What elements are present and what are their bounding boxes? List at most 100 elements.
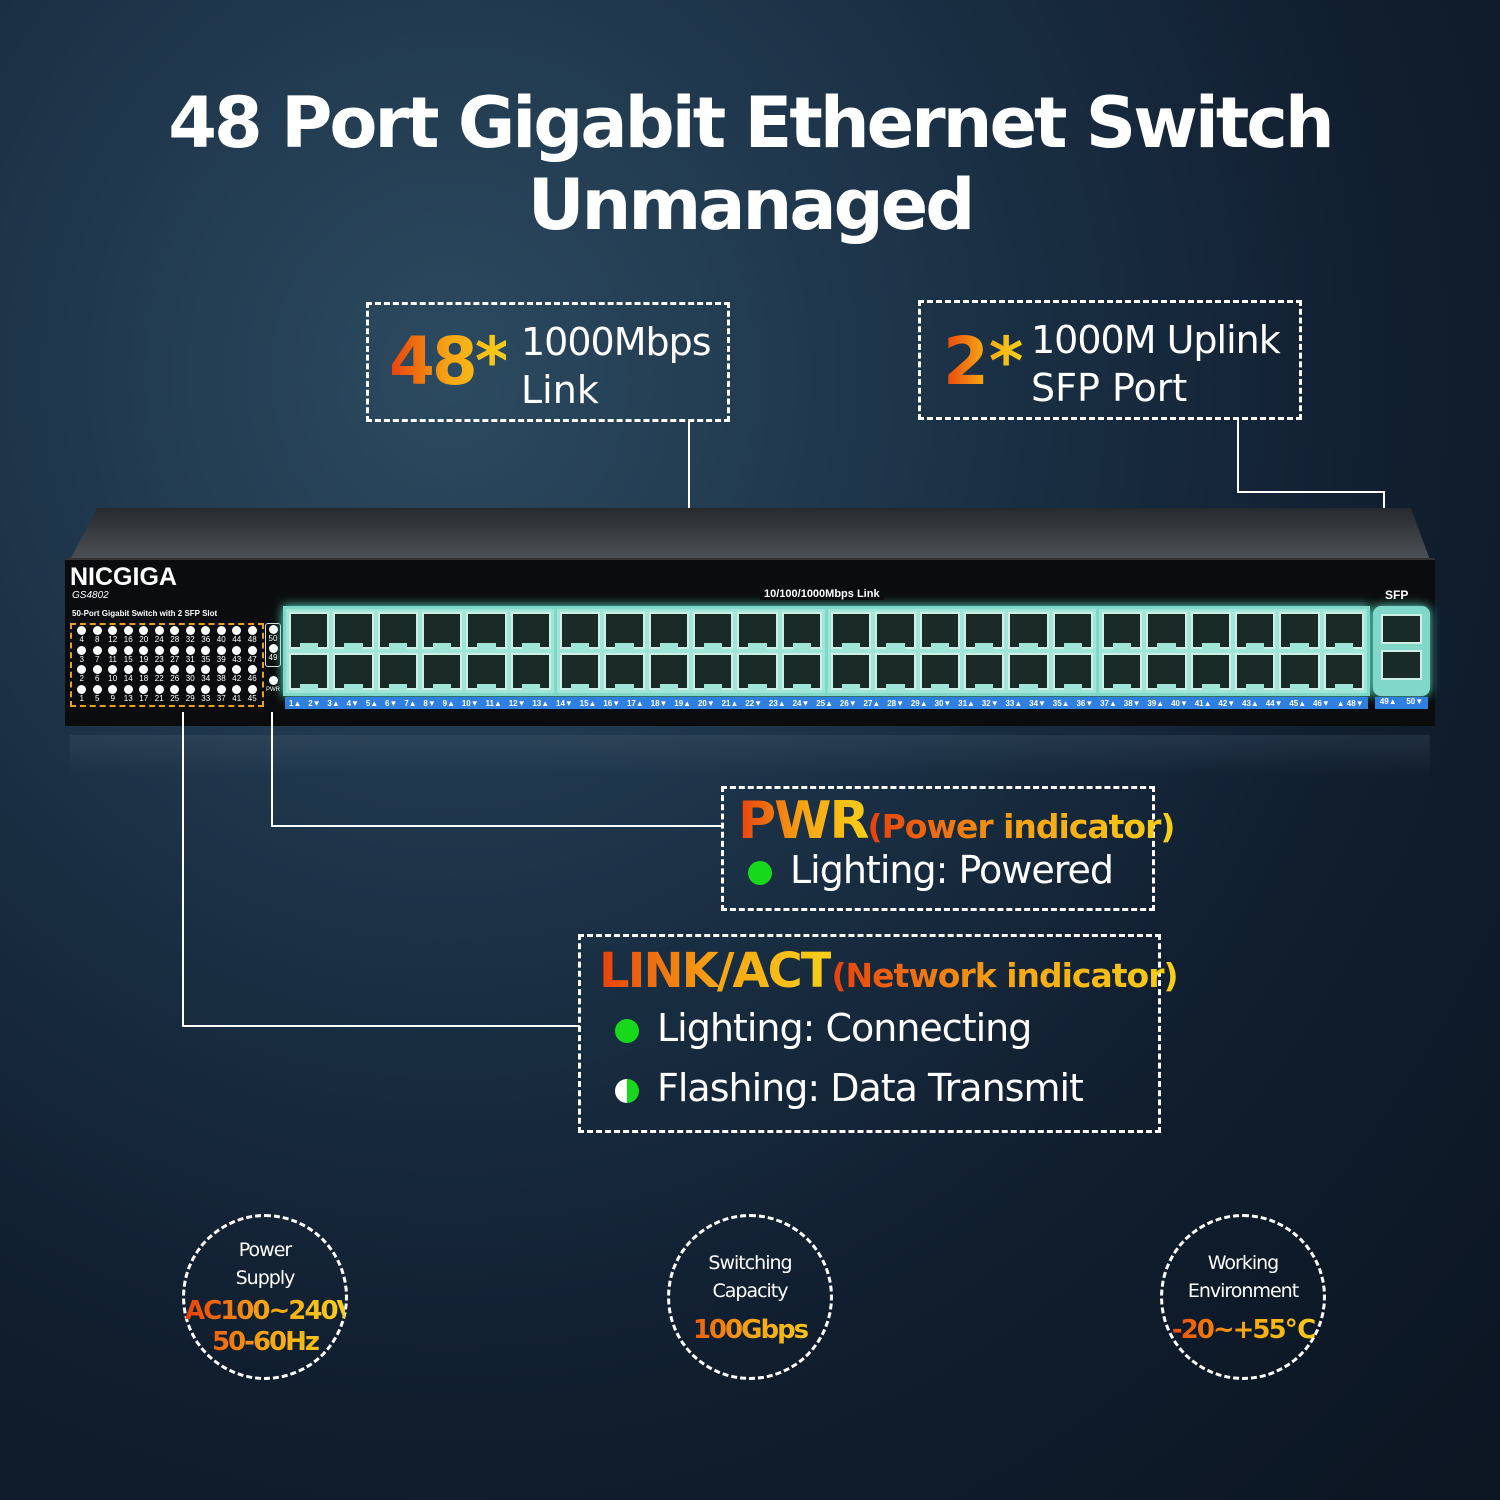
rj45-port[interactable] xyxy=(875,653,916,690)
port-label: 22▼ xyxy=(745,698,763,708)
connector-line xyxy=(1237,419,1239,493)
port-led: 30 xyxy=(183,665,199,685)
led-number: 22 xyxy=(154,674,164,683)
port-led: 32 xyxy=(183,626,199,646)
rj45-port[interactable] xyxy=(289,653,330,690)
rj45-port[interactable] xyxy=(963,653,1005,690)
led-number: 42 xyxy=(232,674,242,683)
led-number: 6 xyxy=(95,674,100,683)
rj45-port[interactable] xyxy=(831,653,872,690)
rj45-port[interactable] xyxy=(1008,612,1049,649)
port-group xyxy=(286,609,554,693)
port-label: 29▲ xyxy=(910,698,928,708)
port-led: 9 xyxy=(105,684,121,705)
connector-line xyxy=(182,712,184,1027)
rj45-port[interactable] xyxy=(1052,653,1093,690)
rj45-port[interactable] xyxy=(377,653,418,690)
rj45-port[interactable] xyxy=(648,612,689,649)
port-group xyxy=(1099,609,1367,693)
port-label: 21▲ xyxy=(721,698,739,708)
led-icon xyxy=(232,626,242,635)
port-label: 27▲ xyxy=(863,698,881,708)
rj45-port[interactable] xyxy=(737,653,778,690)
rj45-port[interactable] xyxy=(466,612,507,649)
rj45-port[interactable] xyxy=(919,653,960,690)
rj45-port[interactable] xyxy=(1008,653,1049,690)
spec-label: Environment xyxy=(1187,1279,1299,1302)
rj45-port[interactable] xyxy=(692,653,734,690)
rj45-port[interactable] xyxy=(289,612,330,649)
port-label: 5▲ xyxy=(365,698,379,708)
rj45-port[interactable] xyxy=(1279,653,1320,690)
rj45-port[interactable] xyxy=(781,612,822,649)
sfp-led: 50 xyxy=(266,625,280,643)
rj45-port[interactable] xyxy=(648,653,689,690)
led-icon xyxy=(201,645,211,655)
rj45-port[interactable] xyxy=(1102,612,1143,649)
sfp-line2: SFP Port xyxy=(1031,366,1188,410)
rj45-port[interactable] xyxy=(1146,653,1187,690)
sfp-port[interactable] xyxy=(1381,650,1422,680)
port-led: 19 xyxy=(136,645,152,666)
rj45-port[interactable] xyxy=(466,653,507,690)
rj45-port[interactable] xyxy=(919,612,960,649)
connector-line xyxy=(271,825,723,827)
rj45-port[interactable] xyxy=(1234,612,1276,649)
rj45-port[interactable] xyxy=(1146,612,1187,649)
rj45-port[interactable] xyxy=(1323,653,1364,690)
led-icon xyxy=(77,665,87,674)
rj45-port[interactable] xyxy=(1052,612,1093,649)
port-led: 21 xyxy=(152,684,168,705)
rj45-port[interactable] xyxy=(421,612,463,649)
link-desc: (Network indicator) xyxy=(831,956,1178,995)
rj45-port[interactable] xyxy=(333,612,374,649)
rj45-port[interactable] xyxy=(510,653,551,690)
rj45-port[interactable] xyxy=(831,612,872,649)
rj45-port[interactable] xyxy=(1234,653,1276,690)
port-label: 19▲ xyxy=(674,698,692,708)
rj45-port[interactable] xyxy=(963,612,1005,649)
rj45-port[interactable] xyxy=(604,612,645,649)
spec-working-environment: Working Environment -20~+55℃ xyxy=(1160,1214,1326,1380)
led-icon xyxy=(154,684,164,694)
port-led: 31 xyxy=(183,645,199,666)
led-number: 30 xyxy=(185,674,195,683)
rj45-port[interactable] xyxy=(560,612,601,649)
port-led: 11 xyxy=(105,645,121,666)
rj45-port[interactable] xyxy=(333,653,374,690)
pwr-callout: PWR(Power indicator) Lighting: Powered xyxy=(721,786,1175,911)
led-icon xyxy=(185,684,195,694)
led-icon xyxy=(185,665,195,674)
rj45-port[interactable] xyxy=(1102,653,1143,690)
port-label: 25▲ xyxy=(816,698,834,708)
port-label: 2▼ xyxy=(308,698,321,708)
sfp-port[interactable] xyxy=(1381,614,1422,644)
rj45-port[interactable] xyxy=(1323,612,1364,649)
rj45-port[interactable] xyxy=(560,653,601,690)
led-icon xyxy=(92,684,102,694)
rj45-port[interactable] xyxy=(737,612,778,649)
led-number: 29 xyxy=(185,693,195,703)
spec-switching-capacity: Switching Capacity 100Gbps xyxy=(667,1214,833,1380)
led-icon xyxy=(170,665,180,674)
led-number: 5 xyxy=(95,693,100,703)
port-label: 38▼ xyxy=(1123,698,1141,708)
rj45-port[interactable] xyxy=(692,612,734,649)
green-led-icon xyxy=(615,1018,639,1043)
rj45-port[interactable] xyxy=(604,653,645,690)
rj45-port[interactable] xyxy=(1190,653,1231,690)
rj45-port[interactable] xyxy=(781,653,822,690)
rj45-port[interactable] xyxy=(421,653,463,690)
rj45-port[interactable] xyxy=(1279,612,1320,649)
led-icon xyxy=(154,665,164,674)
rj45-port[interactable] xyxy=(875,612,916,649)
link-callout: LINK/ACT(Network indicator) Lighting: Co… xyxy=(578,934,1179,1133)
led-icon xyxy=(108,626,118,635)
port-label: 50▼ xyxy=(1406,697,1424,706)
rj45-port[interactable] xyxy=(510,612,551,649)
port-led: 38 xyxy=(214,665,230,685)
rj45-port[interactable] xyxy=(377,612,418,649)
led-number: 2 xyxy=(79,674,84,683)
connector-line xyxy=(1237,491,1385,493)
rj45-port[interactable] xyxy=(1190,612,1231,649)
